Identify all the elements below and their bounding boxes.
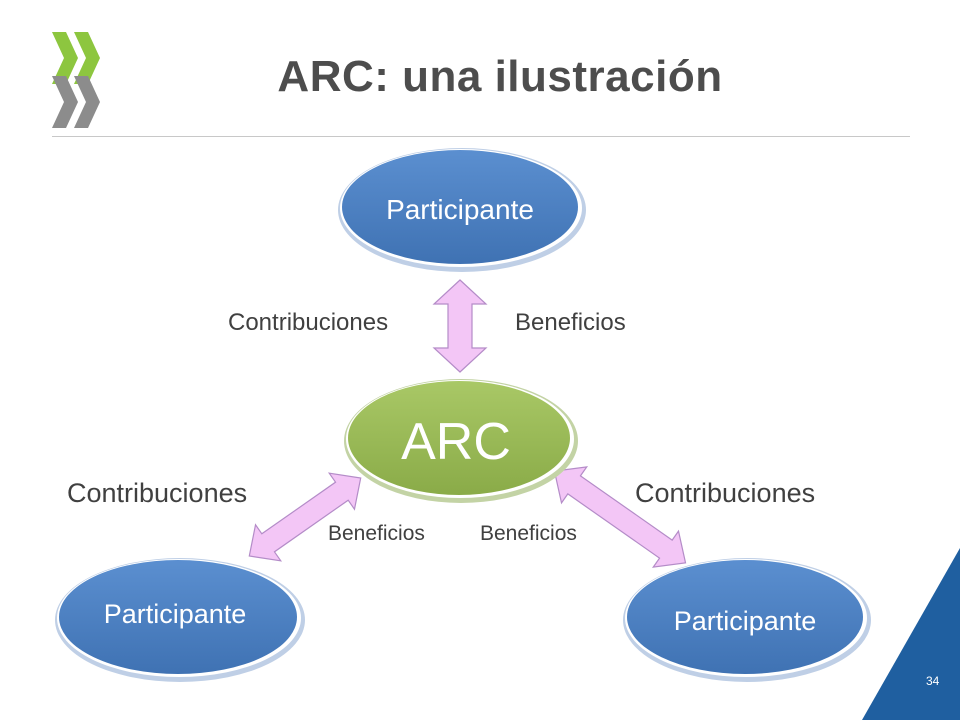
corner-decoration: [862, 548, 960, 720]
node-label-arc: ARC: [401, 413, 511, 471]
node-participant-right: [623, 558, 871, 682]
label-left-benefits: Beneficios: [328, 522, 425, 545]
node-participant-top: [338, 148, 586, 272]
label-left-contributions: Contribuciones: [67, 478, 248, 508]
logo-chevron-grey-1: [52, 76, 78, 128]
title-divider: [52, 136, 910, 137]
page-number: 34: [926, 674, 940, 688]
logo-chevron-grey-2: [74, 76, 100, 128]
label-right-benefits: Beneficios: [480, 522, 577, 545]
node-label-participant-top: Participante: [386, 194, 534, 225]
logo-chevron-green-1: [52, 32, 78, 84]
arrow-right: [553, 466, 687, 568]
logo-chevron-green-2: [74, 32, 100, 84]
arrow-top: [432, 279, 488, 373]
label-top-contributions: Contribuciones: [228, 309, 389, 336]
arrow-left: [248, 472, 362, 562]
node-arc: [344, 379, 578, 503]
node-label-participant-right: Participante: [674, 606, 817, 636]
label-top-benefits: Beneficios: [515, 309, 626, 336]
node-label-participant-left: Participante: [104, 599, 247, 629]
label-right-contributions: Contribuciones: [635, 478, 816, 508]
slide-title: ARC: una ilustración: [277, 52, 723, 101]
oecd-chevrons-logo: [52, 32, 100, 128]
node-participant-left: [55, 558, 305, 682]
